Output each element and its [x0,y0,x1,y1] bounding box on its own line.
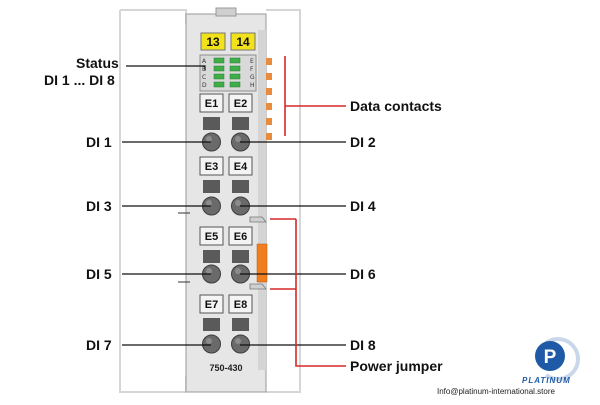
release-slot [232,250,249,263]
input-label-e3: E3 [205,161,218,173]
status-led [213,65,225,72]
input-label-e2: E2 [234,98,247,110]
input-label-e4: E4 [234,161,248,173]
release-slot [203,250,220,263]
led-letters-right: E F G H [250,58,255,89]
data-contact [266,118,272,125]
input-labels: E1 E2 E3 E4 E5 E6 E7 E8 [205,98,248,311]
release-slot [203,117,220,130]
input-label-e6: E6 [234,231,247,243]
data-contact [266,103,272,110]
led-letter-g: G [250,74,255,81]
di7-label: DI 7 [86,337,112,353]
release-slot [232,180,249,193]
housing-top-tab [215,7,237,17]
wire-entry [202,334,221,354]
input-label-e7: E7 [205,299,218,311]
platinum-logo: P [535,337,580,381]
status-led [213,81,225,88]
input-label-e1: E1 [205,98,218,110]
power-jumper-contact [256,243,268,283]
led-letters-left: A B C D [202,58,207,89]
status-led [213,73,225,80]
di2-label: DI 2 [350,134,376,150]
status-range-label: DI 1 ... DI 8 [44,72,115,88]
terminal-label-14 [230,32,256,51]
logo-letter: P [544,347,557,368]
status-led [229,81,241,88]
status-led [229,73,241,80]
input-label-boxes [199,93,253,314]
brand-email: Info@platinum-international.store [437,387,555,396]
release-slots [203,117,249,331]
model-number: 750-430 [209,363,242,373]
data-contacts-label: Data contacts [350,98,442,114]
wire-entry-highlights [206,136,241,344]
terminal-label-13 [200,32,226,51]
brand-name: PLATINUM [522,376,571,385]
logo-outer-ring [544,337,580,381]
red-leaders [270,56,346,367]
data-contact [266,58,272,65]
status-led [229,57,241,64]
input-box-e3 [199,156,224,176]
input-box-e4 [228,156,253,176]
input-box-e2 [228,93,253,113]
di8-label: DI 8 [350,337,376,353]
logo-circle [535,341,565,371]
led-letter-b: B [202,66,206,73]
led-letter-c: C [202,74,206,81]
input-label-e5: E5 [205,231,218,243]
input-box-e1 [199,93,224,113]
di5-label: DI 5 [86,266,112,282]
di3-label: DI 3 [86,198,112,214]
led-letter-a: A [202,58,207,65]
housing-right-edge [258,30,266,370]
input-box-e6 [228,226,253,246]
input-box-e5 [199,226,224,246]
led-letter-e: E [250,58,254,65]
input-box-e8 [228,294,253,314]
di6-label: DI 6 [350,266,376,282]
data-contact [266,88,272,95]
di1-label: DI 1 [86,134,112,150]
led-letter-d: D [202,82,207,89]
led-letter-h: H [250,82,255,89]
input-box-e7 [199,294,224,314]
leader-lines [122,65,346,346]
di4-label: DI 4 [350,198,376,214]
release-slot [232,318,249,331]
status-leader [126,65,206,70]
status-led-panel [199,54,257,92]
status-led [229,65,241,72]
led-letter-f: F [250,66,254,73]
status-led [213,57,225,64]
status-label: Status [76,55,119,71]
power-jumper-clip-bottom [249,283,267,290]
status-leds [213,57,241,88]
release-slot [203,180,220,193]
power-jumper-label: Power jumper [350,358,443,374]
input-label-e8: E8 [234,299,247,311]
data-contacts [266,58,272,140]
wire-entry [231,334,250,354]
terminal-number-14: 14 [236,35,250,49]
power-jumper-leader [295,219,346,367]
data-contact [266,133,272,140]
data-contact [266,73,272,80]
terminal-number-13: 13 [206,35,220,49]
power-jumper-clip-top [249,216,267,223]
release-slot [203,318,220,331]
release-slot [232,117,249,130]
